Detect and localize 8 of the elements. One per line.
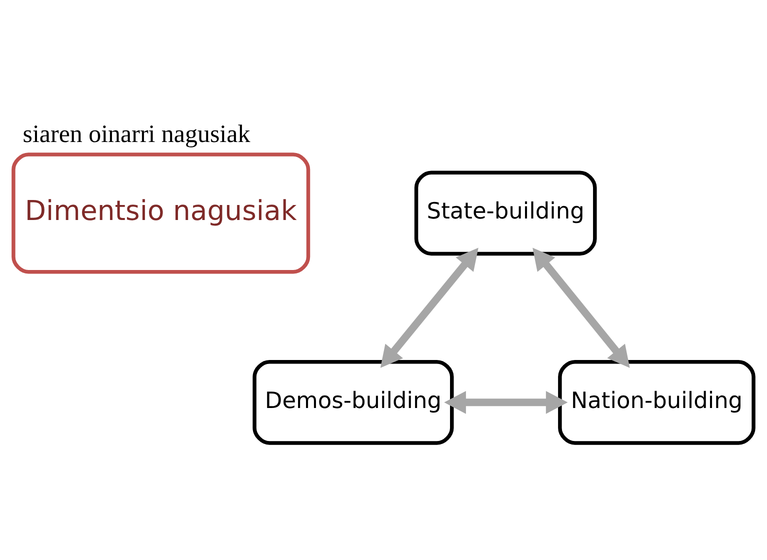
node-box: Demos-building (252, 360, 454, 445)
node-box: Nation-building (558, 360, 756, 445)
node-box: State-building (414, 170, 597, 256)
arrow (532, 248, 630, 368)
arrow (380, 248, 478, 368)
arrow (444, 390, 568, 414)
node-box: Dimentsio nagusiak (12, 152, 310, 274)
diagram-title: siaren oinarri nagusiak (22, 120, 250, 148)
